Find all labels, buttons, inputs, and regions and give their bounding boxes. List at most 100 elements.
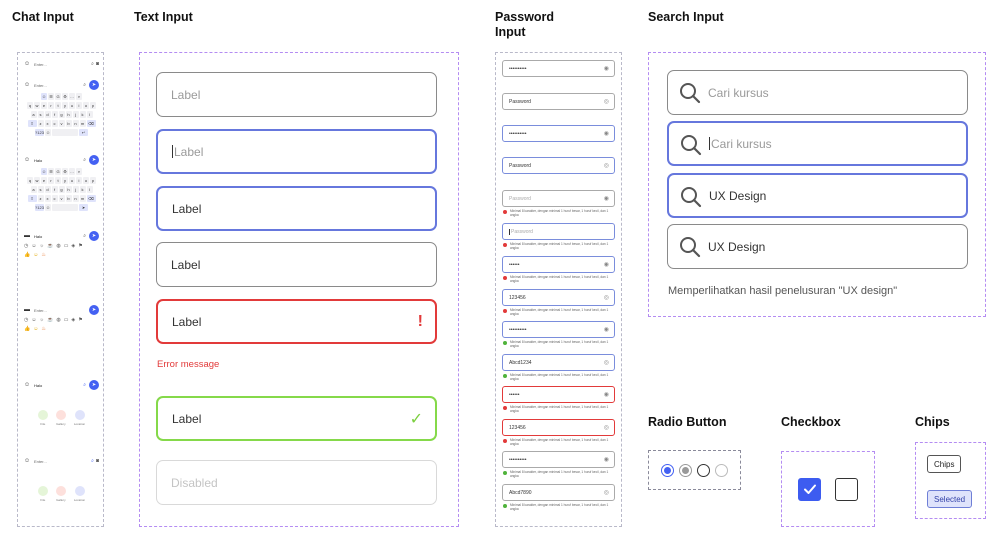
text-input-default[interactable]: Label: [156, 72, 437, 117]
paperclip-icon[interactable]: ⌕: [83, 382, 86, 388]
eye-icon[interactable]: ◉: [603, 327, 609, 333]
chat-placeholder[interactable]: Enter...: [34, 458, 47, 464]
password-field[interactable]: Password◉: [502, 190, 615, 207]
eye-off-icon[interactable]: ◎: [603, 163, 609, 169]
ball-icon[interactable]: ◍: [56, 243, 61, 249]
checkbox-unchecked[interactable]: [835, 477, 858, 501]
key-e[interactable]: e: [41, 177, 47, 184]
food-icon[interactable]: ☕: [47, 317, 54, 323]
thumbs-up-emoji[interactable]: 👍: [24, 252, 31, 258]
text-input-filled-focused[interactable]: Label: [156, 186, 437, 231]
key-s[interactable]: s: [37, 111, 44, 118]
key-x[interactable]: x: [44, 120, 51, 127]
password-field[interactable]: Password◎: [502, 157, 615, 174]
password-field[interactable]: Password: [502, 223, 615, 240]
bulb-icon[interactable]: ◈: [71, 317, 76, 323]
camera-icon[interactable]: ◙: [95, 61, 99, 67]
key[interactable]: ⚙: [62, 93, 68, 100]
attach-gallery[interactable]: Gallery: [55, 486, 66, 502]
smile-emoji[interactable]: ☺: [33, 252, 39, 258]
key[interactable]: ⚙: [62, 168, 68, 175]
text-input-success[interactable]: Label ✓: [156, 396, 437, 441]
text-input-error[interactable]: Label !: [156, 299, 437, 344]
num-key[interactable]: ?123: [35, 129, 44, 136]
radio-selected[interactable]: [661, 463, 674, 477]
key-g[interactable]: g: [58, 186, 65, 193]
chat-placeholder[interactable]: Enter...: [34, 82, 47, 88]
key-i[interactable]: i: [76, 177, 82, 184]
paperclip-icon[interactable]: ⌕: [83, 157, 86, 163]
attach-file[interactable]: File: [37, 486, 48, 502]
chat-typed-text[interactable]: Halo: [34, 157, 43, 163]
emoji-key[interactable]: ☺: [45, 129, 51, 136]
enter-key[interactable]: ➤: [79, 204, 88, 211]
eye-icon[interactable]: ◉: [603, 66, 609, 72]
eye-icon[interactable]: ◉: [603, 131, 609, 137]
attach-file[interactable]: File: [37, 410, 48, 426]
key-b[interactable]: b: [65, 195, 72, 202]
thumbs-up-emoji[interactable]: 👍: [24, 326, 31, 332]
password-field[interactable]: ••••••◉: [502, 256, 615, 273]
fire-emoji[interactable]: ♨: [41, 326, 46, 332]
key-j[interactable]: j: [72, 186, 79, 193]
text-input-filled[interactable]: Label: [156, 242, 437, 287]
key-a[interactable]: a: [30, 186, 37, 193]
smiley-icon[interactable]: ☺: [24, 61, 31, 67]
attach-location[interactable]: Location: [74, 486, 85, 502]
key-d[interactable]: d: [44, 186, 51, 193]
key[interactable]: G: [55, 168, 61, 175]
backspace-key[interactable]: ⌫: [86, 195, 96, 202]
ball-icon[interactable]: ◍: [56, 317, 61, 323]
chip-default[interactable]: Chips: [927, 455, 962, 473]
key-t[interactable]: t: [55, 177, 61, 184]
paperclip-icon[interactable]: ⌕: [91, 458, 94, 464]
key[interactable]: ⌕: [76, 168, 82, 175]
key-q[interactable]: q: [27, 177, 33, 184]
key-t[interactable]: t: [55, 102, 61, 109]
key-l[interactable]: l: [86, 111, 93, 118]
key-k[interactable]: k: [79, 186, 86, 193]
smiley-icon[interactable]: ☺: [24, 458, 31, 464]
search-input-filled-focused[interactable]: UX Design: [667, 173, 968, 218]
smiley-icon[interactable]: ☺: [31, 243, 37, 249]
eye-off-icon[interactable]: ◎: [603, 295, 609, 301]
key-d[interactable]: d: [44, 111, 51, 118]
key-j[interactable]: j: [72, 111, 79, 118]
attach-gallery[interactable]: Gallery: [55, 410, 66, 426]
key-p[interactable]: p: [90, 102, 96, 109]
key-w[interactable]: w: [34, 177, 40, 184]
key-h[interactable]: h: [65, 111, 72, 118]
key-r[interactable]: r: [48, 102, 54, 109]
paperclip-icon[interactable]: ⌕: [83, 233, 86, 239]
key-q[interactable]: q: [27, 102, 33, 109]
password-field[interactable]: ••••••••••◉: [502, 125, 615, 142]
password-field[interactable]: ••••••••••◉: [502, 451, 615, 468]
key-f[interactable]: f: [51, 111, 58, 118]
key-z[interactable]: z: [37, 195, 44, 202]
checkbox-checked[interactable]: [798, 477, 821, 501]
eye-off-icon[interactable]: ◎: [603, 425, 609, 431]
search-input-filled[interactable]: UX Design: [667, 224, 968, 269]
key[interactable]: ☰: [48, 168, 54, 175]
send-button[interactable]: ➤: [89, 155, 99, 165]
clock-icon[interactable]: ◷: [24, 317, 29, 323]
backspace-key[interactable]: ⌫: [86, 120, 96, 127]
send-button[interactable]: ➤: [89, 231, 99, 241]
key-m[interactable]: m: [79, 195, 86, 202]
key-u[interactable]: u: [69, 102, 75, 109]
car-icon[interactable]: ▭: [63, 317, 69, 323]
password-field[interactable]: ••••••••••◉: [502, 60, 615, 77]
animal-icon[interactable]: ☼: [39, 317, 45, 323]
key-v[interactable]: v: [58, 195, 65, 202]
bulb-icon[interactable]: ◈: [71, 243, 76, 249]
key-b[interactable]: b: [65, 120, 72, 127]
key-h[interactable]: h: [65, 186, 72, 193]
space-key[interactable]: [52, 204, 78, 211]
send-button[interactable]: ➤: [89, 80, 99, 90]
key-k[interactable]: k: [79, 111, 86, 118]
key-r[interactable]: r: [48, 177, 54, 184]
search-input-focused[interactable]: Cari kursus: [667, 121, 968, 166]
password-field[interactable]: Abcd1234◎: [502, 354, 615, 371]
key-z[interactable]: z: [37, 120, 44, 127]
key-n[interactable]: n: [72, 195, 79, 202]
